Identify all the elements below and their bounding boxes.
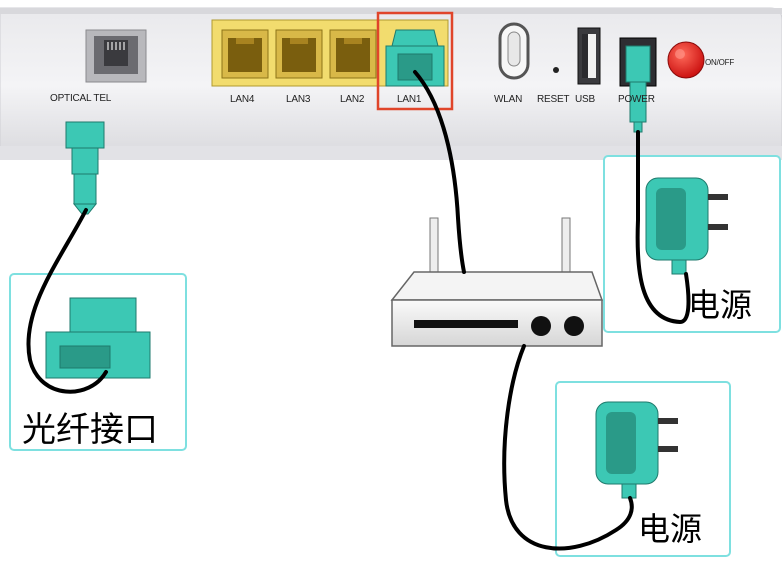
onoff-label: ON/OFF: [705, 58, 735, 67]
cables: [26, 70, 691, 551]
power-label: POWER: [618, 94, 655, 105]
lan4-port: [221, 29, 269, 79]
lan1-connector-icon: [385, 29, 445, 87]
usb-label: USB: [575, 94, 595, 105]
power-cable-1: [635, 130, 691, 325]
lan3-label: LAN3: [286, 94, 311, 105]
wlan-label: WLAN: [494, 94, 523, 105]
usb-port: [577, 27, 601, 85]
fiber-cable: [26, 208, 108, 394]
power-caption-1: 电源: [688, 286, 753, 324]
fiber-interface-caption: 光纤接口: [22, 410, 158, 450]
fiber-connector-icon: [45, 297, 151, 379]
lan-cable: [413, 70, 466, 274]
reset-hole: [553, 67, 559, 73]
optical-tel-label: OPTICAL TEL: [50, 93, 112, 104]
lan4-label: LAN4: [230, 94, 255, 105]
onoff-button: [667, 41, 705, 79]
lan1-label: LAN1: [397, 94, 422, 105]
power-caption-2: 电源: [638, 510, 703, 548]
wlan-button: [498, 22, 530, 80]
reset-label: RESET: [537, 94, 570, 105]
lan2-label: LAN2: [340, 94, 365, 105]
lan3-port: [275, 29, 323, 79]
lan2-port: [329, 29, 377, 79]
optical-connector-icon: [65, 121, 105, 215]
power-adapter-icon: [645, 177, 728, 275]
power-cable-2: [502, 344, 634, 551]
lan1-highlight-box: [376, 11, 454, 111]
router-icon: [390, 217, 604, 347]
tel-port: [85, 29, 147, 83]
power-adapter-icon-2: [595, 401, 678, 499]
power-plug-icon: [625, 45, 651, 133]
